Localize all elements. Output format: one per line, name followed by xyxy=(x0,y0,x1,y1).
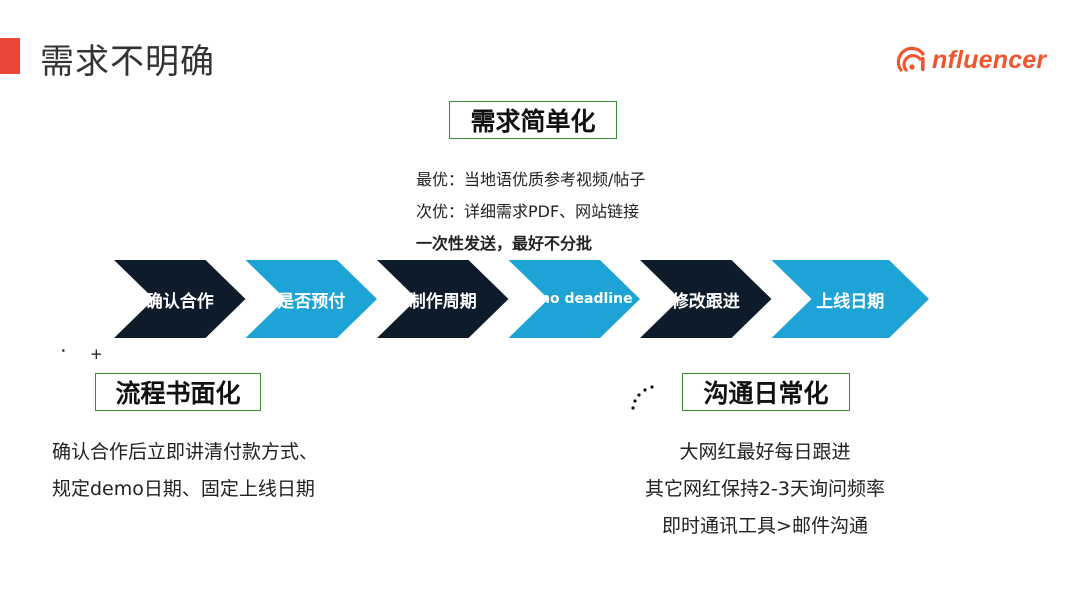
chevron-step-label-4: demo deadline xyxy=(515,291,633,307)
top-line-1: 最优：当地语优质参考视频/帖子 xyxy=(416,170,646,189)
chevron-step-3 xyxy=(377,260,509,338)
left-section-title: 流程书面化 xyxy=(95,373,261,411)
chevron-step-label-3: 制作周期 xyxy=(408,291,477,312)
decorative-plus-icon: + xyxy=(90,345,103,363)
chevron-step-6 xyxy=(771,260,929,338)
chevron-step-label-5: 修改跟进 xyxy=(671,291,740,312)
chevron-step-4 xyxy=(508,260,640,338)
chevron-step-label-1: 确认合作 xyxy=(145,291,214,312)
top-bold-line: 一次性发送，最好不分批 xyxy=(416,234,593,253)
decorative-dots-icon: ⠂ xyxy=(60,343,71,361)
chevron-step-5 xyxy=(640,260,772,338)
top-line-2: 次优：详细需求PDF、网站链接 xyxy=(416,202,640,221)
right-line-2: 其它网红保持2-3天询问频率 xyxy=(644,478,886,500)
brand-logo: nfluencer xyxy=(896,40,1046,80)
top-section-title: 需求简单化 xyxy=(449,101,617,139)
decorative-arc-dots-icon xyxy=(631,385,654,410)
chevron-step-label-2: 是否预付 xyxy=(277,291,346,312)
influencer-logo-icon xyxy=(896,46,925,72)
logo-wordmark: nfluencer xyxy=(932,45,1047,74)
chevron-step-label-6: 上线日期 xyxy=(816,291,885,312)
left-line-2: 规定demo日期、固定上线日期 xyxy=(52,478,315,500)
right-line-3: 即时通讯工具>邮件沟通 xyxy=(662,515,868,537)
title-accent-bar xyxy=(0,38,20,74)
chevron-step-2 xyxy=(245,260,377,338)
page-title: 需求不明确 xyxy=(40,42,215,82)
chevron-step-1 xyxy=(114,260,246,338)
right-section-title: 沟通日常化 xyxy=(682,373,850,411)
left-line-1: 确认合作后立即讲清付款方式、 xyxy=(52,441,319,463)
right-line-1: 大网红最好每日跟进 xyxy=(679,441,851,463)
